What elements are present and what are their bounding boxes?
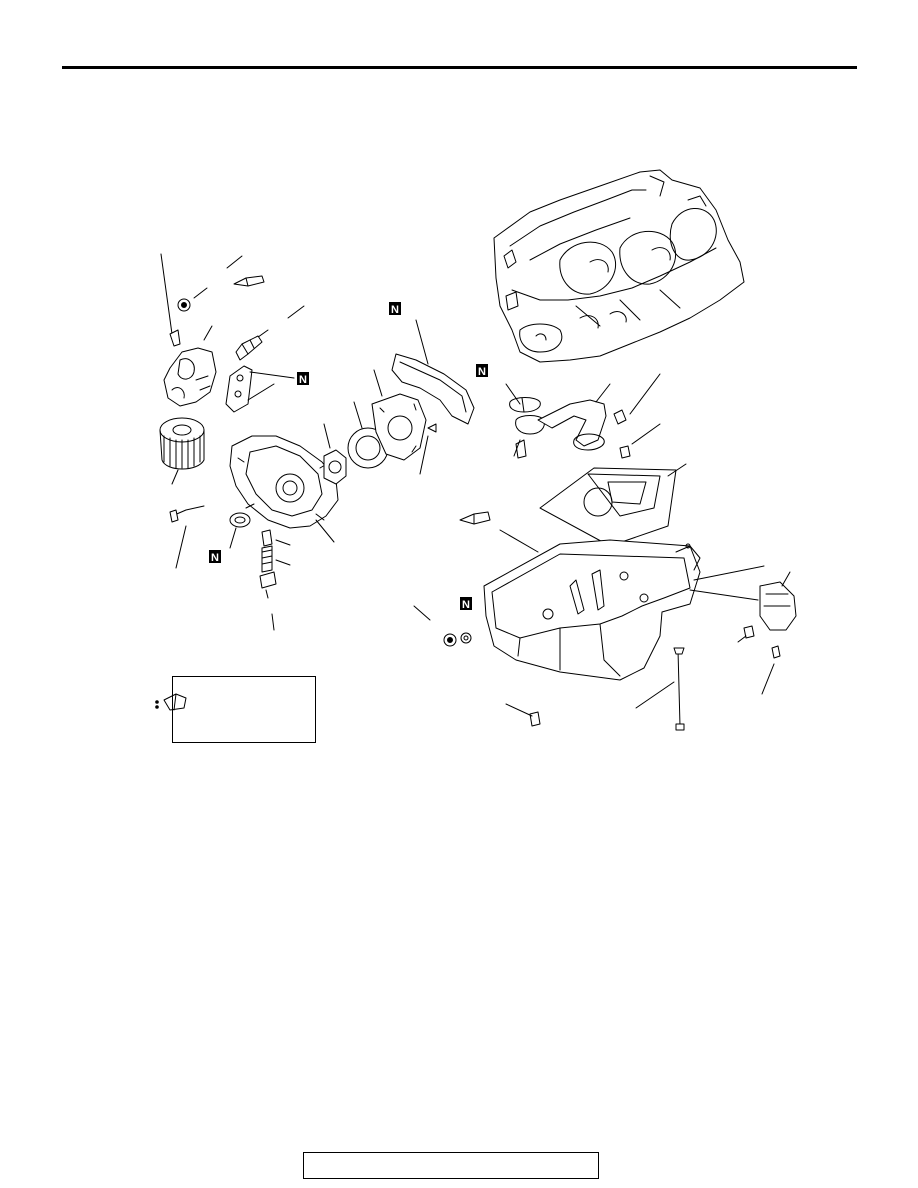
new-part-markers <box>209 302 488 610</box>
new-part-label-5: N <box>462 599 470 611</box>
new-part-marker-4 <box>209 550 221 563</box>
oil-strainer <box>505 373 661 459</box>
new-part-label-2: N <box>391 304 399 316</box>
new-part-label-4: N <box>211 552 219 564</box>
sealant-tube <box>459 511 491 525</box>
new-part-marker-5 <box>460 597 472 610</box>
baffle-plate <box>539 463 687 547</box>
legend-box <box>172 676 316 743</box>
oil-pan <box>413 529 797 731</box>
new-part-marker-1 <box>297 372 309 385</box>
oil-filter <box>159 417 205 569</box>
header-rule <box>62 66 857 69</box>
oil-pump-case <box>229 319 475 631</box>
oil-pressure-switch-parts <box>160 253 305 413</box>
new-part-label-3: N <box>478 366 486 378</box>
new-part-label-1: N <box>299 374 307 386</box>
new-part-marker-2 <box>389 302 401 315</box>
new-part-marker-3 <box>476 364 488 377</box>
footer-box <box>303 1152 599 1179</box>
sealant-symbol-icon <box>155 693 187 711</box>
engine-block-illustration <box>493 169 745 363</box>
